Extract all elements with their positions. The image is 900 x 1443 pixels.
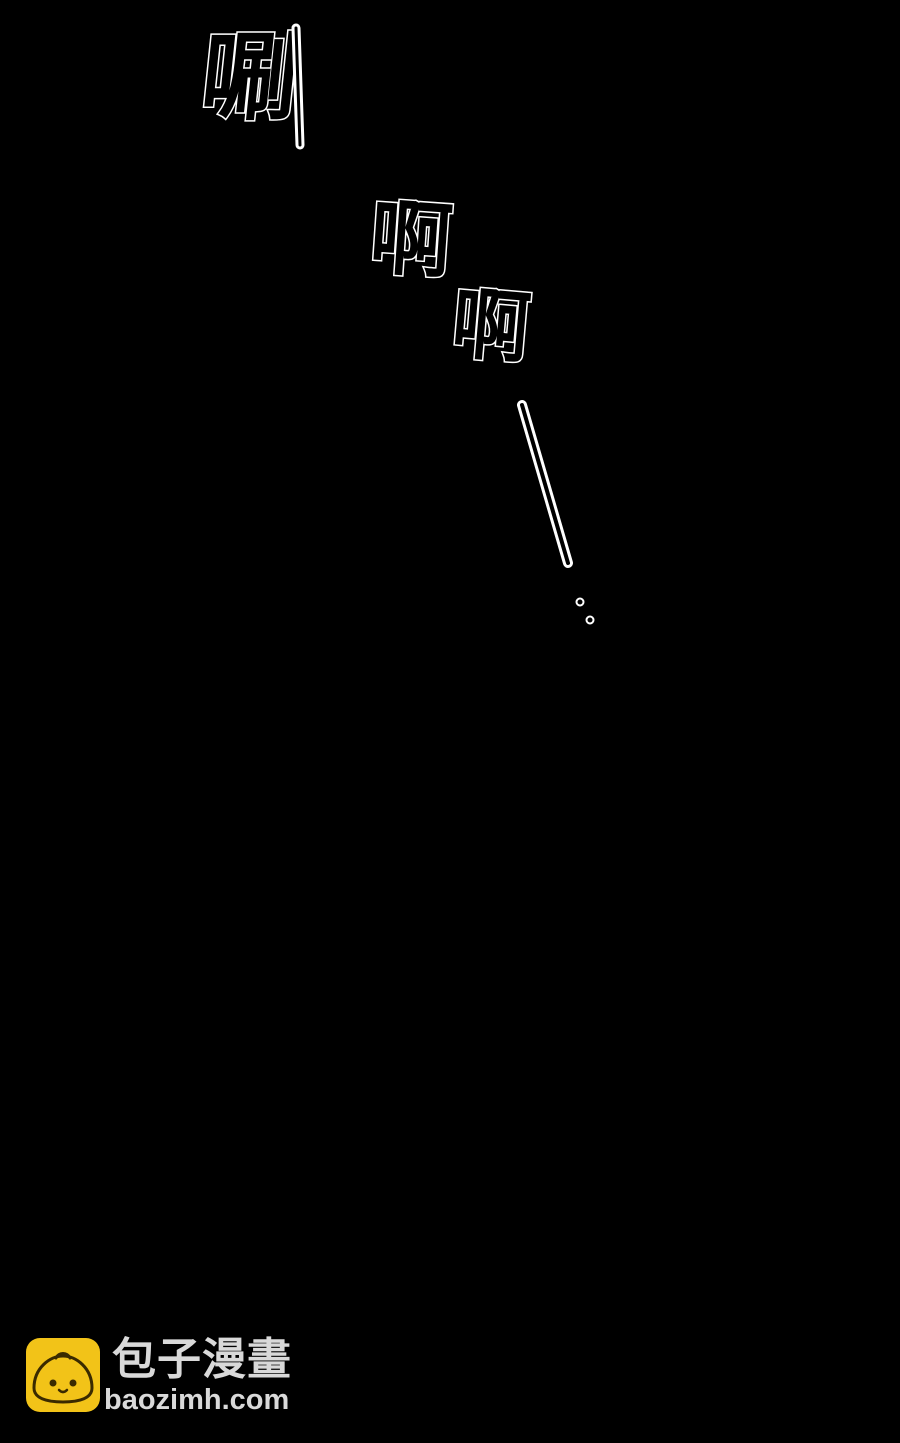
sfx-dot-1 <box>575 597 585 607</box>
sfx-dash-inner <box>520 403 570 565</box>
watermark-url: baozimh.com <box>104 1384 290 1416</box>
site-watermark: 包子漫畫 baozimh.com <box>26 1336 326 1420</box>
sfx-dot-2 <box>585 615 595 625</box>
watermark-title: 包子漫畫 <box>112 1334 292 1385</box>
sfx-stroke-1-inner <box>294 26 302 147</box>
sfx-dots <box>575 597 595 625</box>
steamed-bun-icon <box>26 1338 100 1412</box>
